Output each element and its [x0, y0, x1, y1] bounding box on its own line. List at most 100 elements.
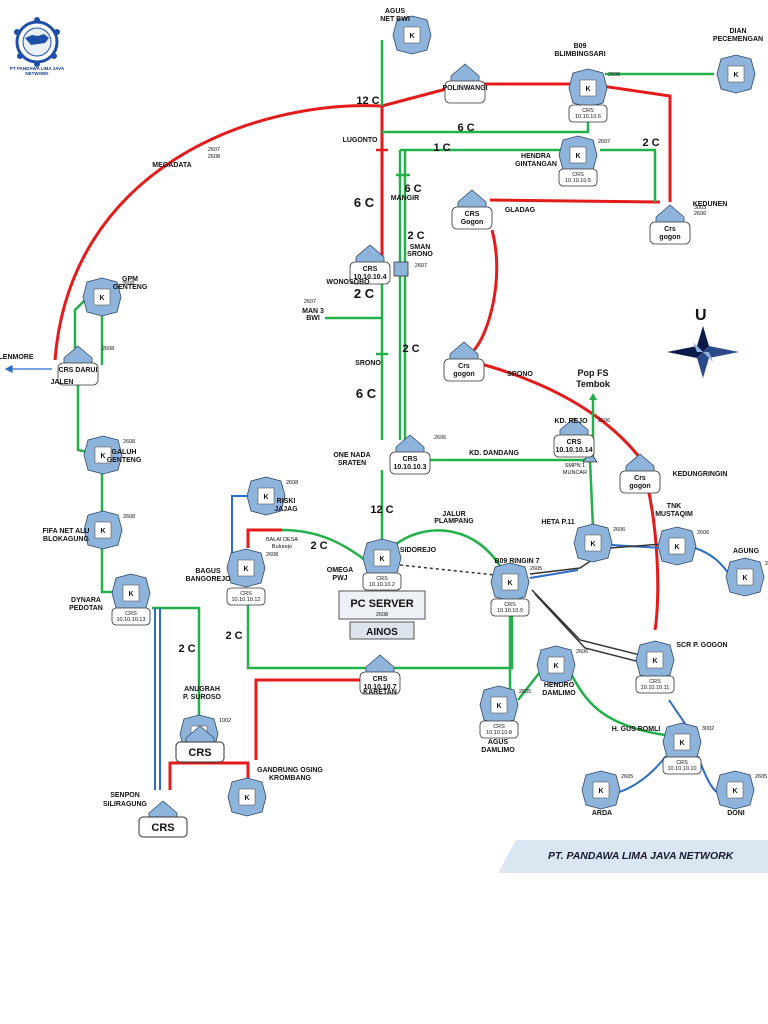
node-port: 2606 — [765, 561, 768, 567]
node-k-label: K — [409, 33, 414, 40]
cable-core-label: 6 C — [457, 122, 474, 134]
node-k-label: K — [244, 795, 249, 802]
hut-title: GLADAG — [505, 207, 536, 214]
node-port: 2605 — [755, 774, 767, 780]
footer-banner-text: PT. PANDAWA LIMA JAVA NETWORK — [548, 850, 734, 862]
node-label: HETA P.11 — [541, 519, 574, 526]
link-senpon-gandrung — [168, 761, 250, 790]
node-k-label: K — [575, 153, 580, 160]
node-core — [238, 788, 256, 806]
link-ringin-heta — [529, 569, 579, 579]
node-core — [726, 781, 744, 799]
hut-label: CRS DARUI — [59, 367, 98, 374]
hut-title: KARETAN — [363, 689, 397, 696]
node-port: 2606 — [613, 527, 625, 533]
ainos-box — [349, 621, 415, 640]
node-core — [93, 288, 111, 306]
node-core — [94, 446, 112, 464]
node-agung[interactable]: KAGUNG2606 — [725, 548, 768, 597]
node-k-label: K — [553, 663, 558, 670]
link-anugrah-dynara — [152, 606, 201, 720]
link-balaidesa — [246, 528, 282, 548]
hut-polinwangi[interactable]: POLINWANGI — [442, 63, 488, 104]
node-label: B09 RINGIN 7 — [494, 558, 539, 565]
node-core — [646, 651, 664, 669]
link-gladag-kedunen — [489, 198, 661, 204]
node-crs-box — [568, 104, 608, 123]
node-core — [727, 65, 745, 83]
link-megadata — [53, 104, 383, 361]
hut-box — [619, 470, 661, 494]
hut-port: 2606 — [598, 418, 610, 424]
hut-box — [444, 80, 486, 104]
node-port: 2608 — [266, 552, 278, 558]
node-port: 2608 — [122, 281, 134, 287]
node-k-label: K — [100, 453, 105, 460]
hut-title: KD. REJO — [554, 418, 588, 425]
link-gandrung-karetan — [254, 678, 380, 760]
hut-box — [553, 434, 595, 458]
node-k-label: K — [732, 788, 737, 795]
node-port: 2608 — [123, 514, 135, 520]
hut-title: WONOSOBO — [326, 279, 370, 286]
node-core — [237, 559, 255, 577]
hut-box — [359, 671, 401, 695]
map-label: SRONO — [355, 360, 381, 367]
node-crs-box — [362, 572, 402, 591]
node-core — [403, 26, 421, 44]
link-fifa-dynara — [100, 545, 112, 594]
node-port: 2608 — [286, 480, 298, 486]
crs-crs-anugrah[interactable]: CRS — [175, 725, 225, 763]
node-k-label: K — [674, 544, 679, 551]
crs-label: CRS — [188, 747, 211, 759]
pc-server[interactable]: PC SERVER 2608 AINOS — [338, 590, 426, 640]
